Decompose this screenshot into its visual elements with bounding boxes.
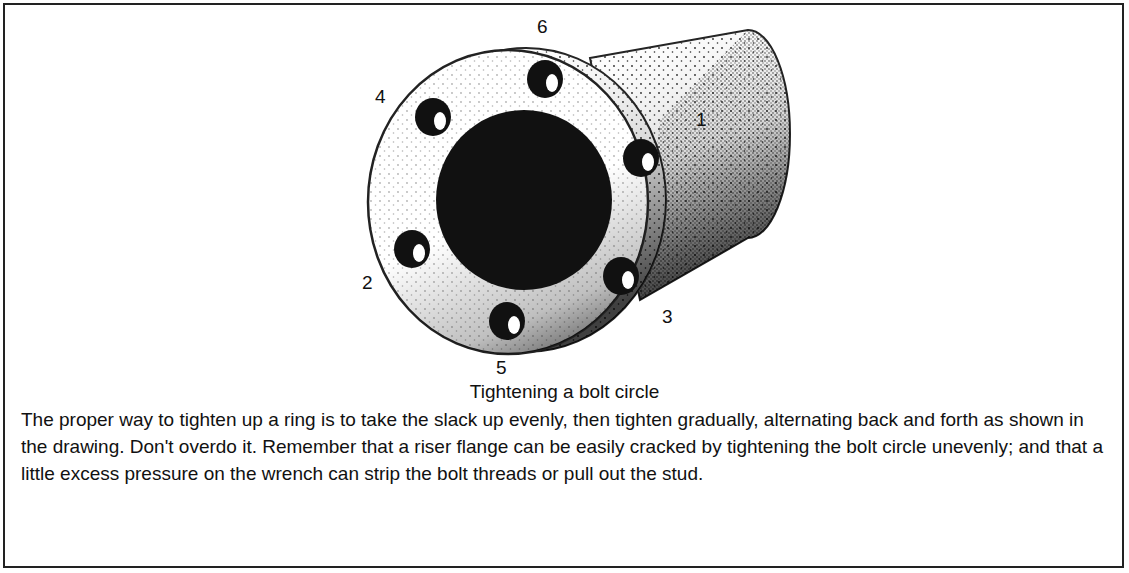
figure-caption: The proper way to tighten up a ring is t… xyxy=(21,406,1111,487)
bolt-hole xyxy=(394,230,430,268)
callout-number: 3 xyxy=(662,307,673,327)
bolt-highlight xyxy=(546,74,558,92)
bolt-highlight xyxy=(642,153,654,171)
bolt-hole xyxy=(415,98,451,136)
callout-number: 1 xyxy=(696,110,707,130)
bolt-highlight xyxy=(508,316,520,334)
bolt-highlight xyxy=(434,112,446,130)
callout-number: 5 xyxy=(496,358,507,378)
callout-number: 2 xyxy=(362,273,373,293)
bolt-highlight xyxy=(622,271,634,289)
bolt-hole xyxy=(603,257,639,295)
bolt-hole xyxy=(527,60,563,98)
figure-title: Tightening a bolt circle xyxy=(0,381,1129,403)
callout-number: 6 xyxy=(537,17,548,37)
bolt-hole xyxy=(623,139,659,177)
callout-number: 4 xyxy=(375,87,386,107)
bolt-highlight xyxy=(413,244,425,262)
bolt-hole xyxy=(489,302,525,340)
